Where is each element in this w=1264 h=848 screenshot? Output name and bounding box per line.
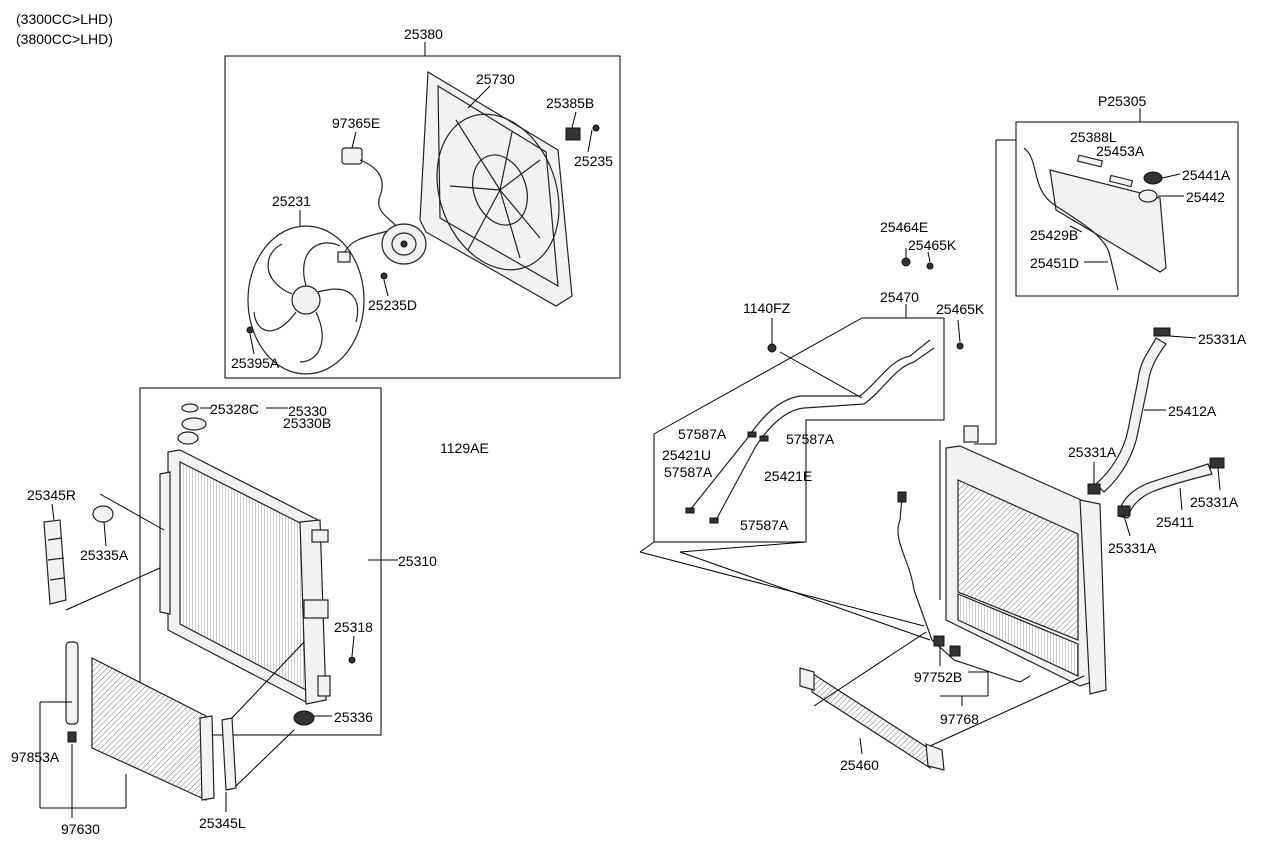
label-25388L[interactable]: 25388L <box>1070 129 1117 145</box>
radiator-box <box>139 387 382 736</box>
lower-insulator <box>293 710 315 726</box>
label-25331A-l2[interactable]: 25331A <box>1108 540 1157 556</box>
label-1129AE[interactable]: 1129AE <box>440 440 489 456</box>
label-25331A-top[interactable]: 25331A <box>1198 331 1247 347</box>
label-25421E[interactable]: 25421E <box>764 468 812 484</box>
upper-clamp <box>1153 327 1171 337</box>
oil-line-box <box>653 317 945 543</box>
label-97752B[interactable]: 97752B <box>914 669 962 685</box>
label-25345R[interactable]: 25345R <box>27 487 76 503</box>
label-25318[interactable]: 25318 <box>334 619 373 635</box>
label-25460[interactable]: 25460 <box>840 757 879 773</box>
label-57587A-1[interactable]: 57587A <box>678 426 727 442</box>
fan-motor <box>381 223 427 265</box>
side-seal-r <box>43 519 67 605</box>
label-57587A-3[interactable]: 57587A <box>664 464 713 480</box>
label-P25305[interactable]: P25305 <box>1098 93 1146 109</box>
clamp-left-2 <box>1117 505 1131 517</box>
label-25412A[interactable]: 25412A <box>1168 403 1217 419</box>
cap-gasket <box>181 403 199 413</box>
label-25231[interactable]: 25231 <box>272 193 311 209</box>
label-25331A-r1[interactable]: 25331A <box>1190 494 1239 510</box>
label-97853A[interactable]: 97853A <box>11 749 60 765</box>
cooler-pipe <box>897 497 1031 683</box>
label-25235[interactable]: 25235 <box>574 153 613 169</box>
label-1140FZ[interactable]: 1140FZ <box>743 300 791 316</box>
reservoir-box <box>1015 121 1239 297</box>
label-25464E[interactable]: 25464E <box>880 219 928 235</box>
label-25453A[interactable]: 25453A <box>1096 143 1145 159</box>
radiator-core <box>159 449 331 705</box>
label-25465K-1[interactable]: 25465K <box>908 237 957 253</box>
lower-hose <box>1117 463 1213 519</box>
label-25380[interactable]: 25380 <box>404 26 443 42</box>
label-25310[interactable]: 25310 <box>398 553 437 569</box>
fan-clip <box>565 127 581 141</box>
label-57587A-2[interactable]: 57587A <box>786 431 835 447</box>
fan-wiring <box>337 147 397 263</box>
oil-cooler <box>799 667 945 771</box>
upper-hose <box>1095 337 1167 493</box>
radiator-cap <box>181 417 207 431</box>
label-25328C[interactable]: 25328C <box>210 401 259 417</box>
label-57587A-4[interactable]: 57587A <box>740 517 789 533</box>
condenser <box>65 641 237 801</box>
label-25330B[interactable]: 25330B <box>283 415 331 431</box>
right-radiator <box>939 425 1107 695</box>
insulator <box>92 505 114 523</box>
label-25235D[interactable]: 25235D <box>368 297 417 313</box>
label-25421U[interactable]: 25421U <box>662 447 711 463</box>
header-line-1: (3300CC>LHD) <box>16 11 113 27</box>
fan-shroud <box>419 70 573 307</box>
header-line-2: (3800CC>LHD) <box>16 31 113 47</box>
fan-assembly-box <box>224 55 621 379</box>
label-25411[interactable]: 25411 <box>1156 514 1194 530</box>
label-25345L[interactable]: 25345L <box>199 815 246 831</box>
fan-assembly-group: 25380 25730 25385B 25235 <box>224 26 621 379</box>
label-25465K-2[interactable]: 25465K <box>936 301 985 317</box>
label-25730[interactable]: 25730 <box>476 71 515 87</box>
radiator-group: 25328C 25330 25330B 25310 25318 25336 <box>139 387 437 736</box>
oil-line-group: 25464E 25465K 25470 25465K 1140FZ 57587A… <box>639 219 985 641</box>
label-25451D[interactable]: 25451D <box>1030 255 1079 271</box>
label-25470[interactable]: 25470 <box>880 289 919 305</box>
label-25336[interactable]: 25336 <box>334 709 373 725</box>
label-97365E[interactable]: 97365E <box>332 115 380 131</box>
label-97768[interactable]: 97768 <box>940 711 979 727</box>
label-25331A-l1[interactable]: 25331A <box>1068 444 1117 460</box>
label-25442[interactable]: 25442 <box>1186 189 1225 205</box>
label-25441A[interactable]: 25441A <box>1182 167 1231 183</box>
clamp-right-1 <box>1209 457 1225 469</box>
label-25395A[interactable]: 25395A <box>231 355 280 371</box>
label-25330[interactable]: 25330 <box>288 403 327 419</box>
clamp-left-1 <box>1087 483 1101 495</box>
label-25429B[interactable]: 25429B <box>1030 227 1078 243</box>
fan-blade <box>247 225 365 375</box>
label-25385B[interactable]: 25385B <box>546 95 594 111</box>
label-97630[interactable]: 97630 <box>61 821 100 837</box>
reservoir-group: P25305 25388L 25453A 25441A 25442 25429B… <box>1015 93 1239 297</box>
label-25335A[interactable]: 25335A <box>80 547 129 563</box>
